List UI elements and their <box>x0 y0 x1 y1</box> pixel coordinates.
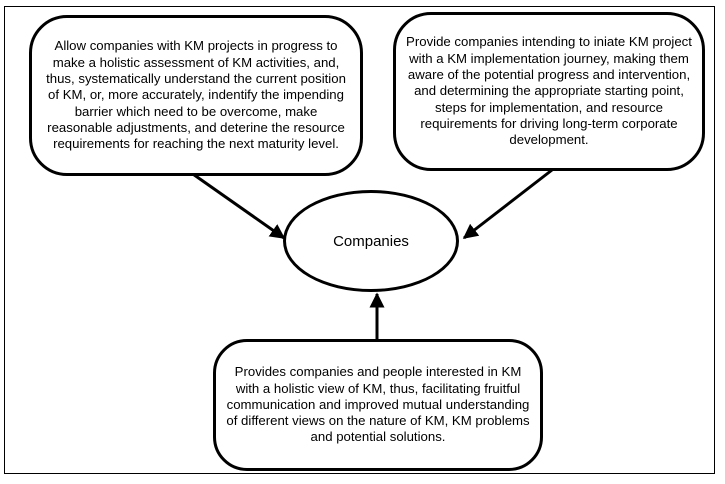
companies-ellipse: Companies <box>283 190 459 292</box>
top-left-text: Allow companies with KM projects in prog… <box>46 38 346 152</box>
top-left-box: Allow companies with KM projects in prog… <box>29 15 363 176</box>
arrow-top-right-to-companies <box>462 168 553 240</box>
top-right-text: Provide companies intending to iniate KM… <box>406 34 692 148</box>
companies-label: Companies <box>333 232 409 250</box>
top-right-box: Provide companies intending to iniate KM… <box>393 12 705 171</box>
bottom-text: Provides companies and people interested… <box>226 364 530 445</box>
bottom-box: Provides companies and people interested… <box>213 339 543 471</box>
arrow-top-left-to-companies <box>189 170 286 240</box>
